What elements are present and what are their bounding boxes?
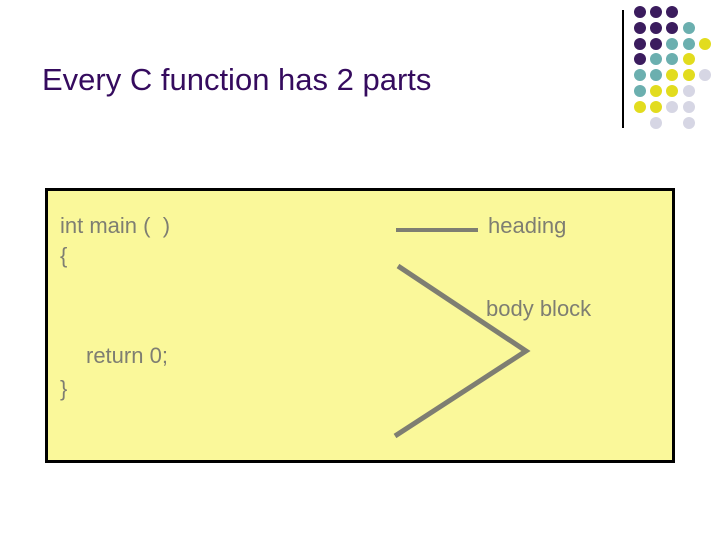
decorative-dot: [634, 69, 646, 82]
decorative-dot: [682, 37, 695, 50]
decorative-dot: [650, 69, 663, 82]
decorative-dot: [650, 6, 663, 18]
decorative-dot: [666, 6, 679, 18]
decorative-dot: [650, 116, 663, 129]
decorative-dot: [682, 53, 695, 66]
page-title: Every C function has 2 parts: [42, 62, 432, 97]
decorative-dot: [666, 53, 679, 66]
decorative-dot: [634, 100, 646, 113]
decorative-dot-grid: [634, 6, 720, 129]
decorative-dot: [650, 53, 663, 66]
decorative-dot: [634, 85, 646, 97]
decorative-dot: [682, 21, 695, 34]
decorative-dot: [634, 21, 646, 34]
decorative-dot: [650, 100, 663, 113]
decorative-dot: [666, 69, 679, 82]
decorative-dot: [666, 21, 679, 34]
decorative-dot: [682, 116, 695, 129]
code-line-open-brace: {: [60, 243, 68, 268]
chevron-brace-icon: [393, 263, 531, 439]
leader-line-heading: [396, 228, 478, 232]
vertical-divider: [622, 10, 624, 128]
decorative-dot: [650, 21, 663, 34]
code-panel: int main ( ) { return 0; } heading body …: [45, 188, 675, 463]
annotation-label-heading: heading: [488, 213, 567, 238]
code-line-close-brace: }: [60, 376, 68, 401]
decorative-dot: [634, 37, 646, 50]
decorative-dot: [650, 85, 663, 97]
decorative-dot: [634, 53, 646, 66]
decorative-dot: [682, 69, 695, 82]
decorative-dot: [682, 85, 695, 97]
decorative-dot: [666, 100, 679, 113]
code-line-return-statement: return 0;: [86, 343, 168, 368]
decorative-dot: [666, 37, 679, 50]
code-line-function-heading: int main ( ): [60, 213, 171, 238]
decorative-dot: [682, 100, 695, 113]
annotation-label-body-block: body block: [486, 296, 592, 321]
decorative-dot: [650, 37, 663, 50]
decorative-dot: [698, 69, 711, 82]
decorative-dot: [666, 85, 679, 97]
decorative-dot: [634, 6, 646, 18]
decorative-dot: [698, 37, 711, 50]
